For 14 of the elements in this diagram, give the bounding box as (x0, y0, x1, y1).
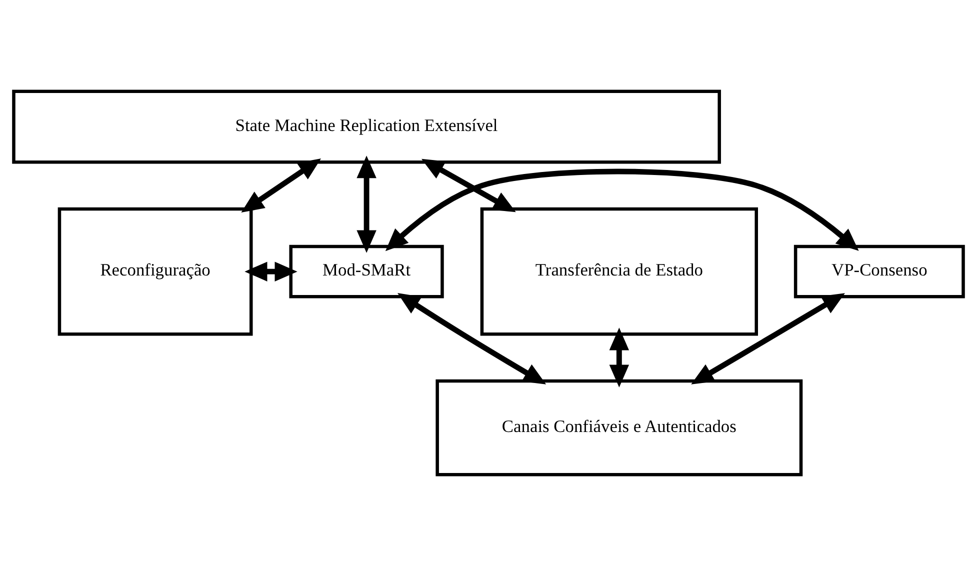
node-box: Canais Confiáveis e Autenticados (435, 379, 802, 476)
arrow (396, 292, 546, 384)
arrow (244, 262, 297, 282)
arrow (608, 328, 629, 388)
arrow (420, 158, 516, 212)
node-box: Reconfiguração (57, 207, 252, 336)
node-box: VP-Consenso (793, 244, 964, 298)
node-box: Mod-SMaRt (288, 244, 444, 298)
arrow (240, 158, 321, 212)
node-box: Transferência de Estado (480, 207, 758, 336)
arrow (384, 168, 858, 252)
arrow (690, 293, 844, 384)
arrow (356, 156, 376, 253)
node-box: State Machine Replication Extensível (12, 90, 720, 164)
